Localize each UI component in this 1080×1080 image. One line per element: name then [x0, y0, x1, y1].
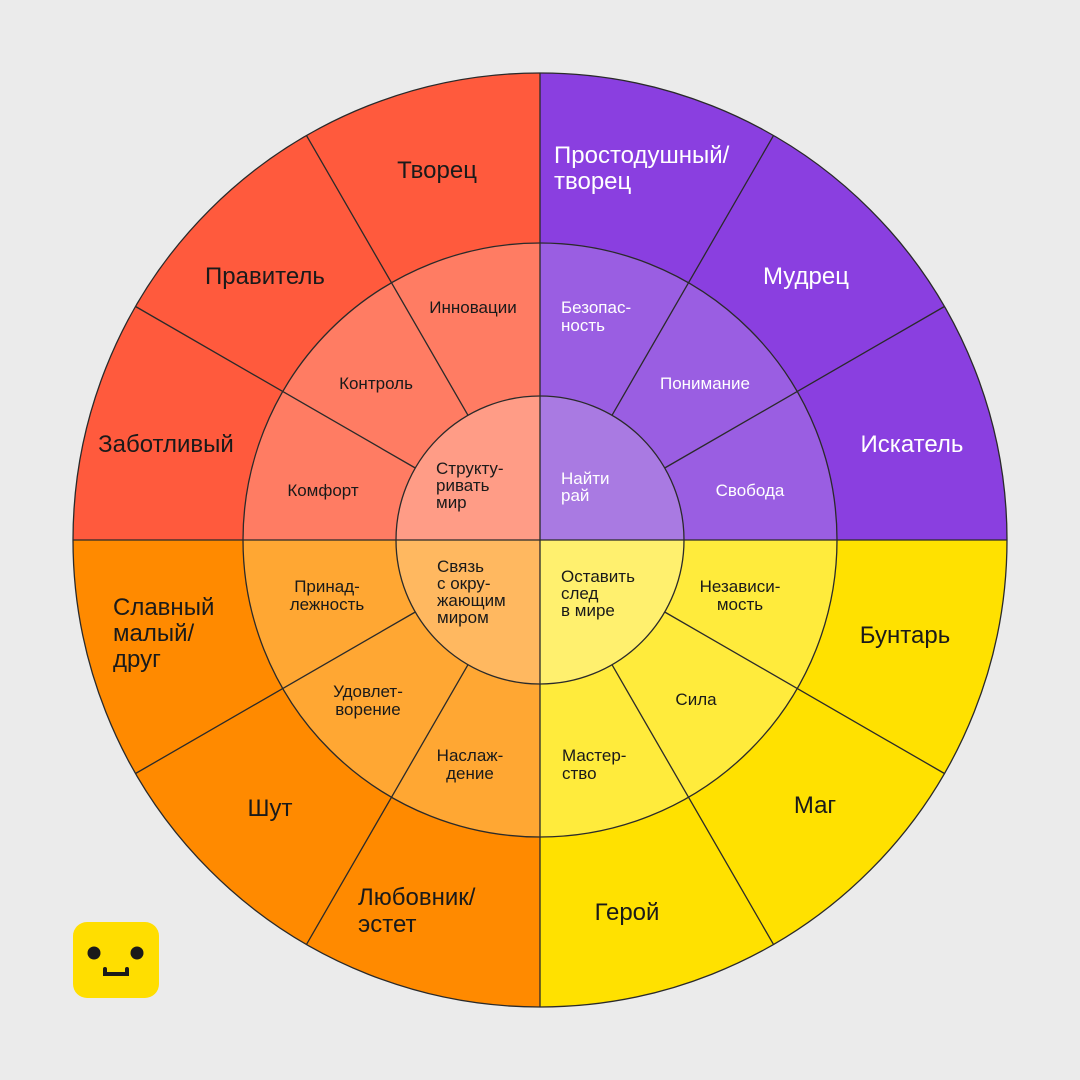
outer-label-line: друг [113, 646, 161, 673]
middle-label-line: ство [562, 764, 597, 783]
inner-label-line: миром [437, 608, 489, 627]
outer-label-line: творец [554, 168, 632, 195]
middle-label-line: Безопас- [561, 298, 631, 317]
sector-divider [611, 135, 775, 416]
sector-divider [135, 611, 416, 775]
inner-label-line: след [561, 584, 599, 603]
sector-divider [664, 305, 945, 469]
inner-label-line: ривать [436, 476, 490, 495]
middle-label-line: ворение [335, 700, 401, 719]
middle-label-line: Принад- [294, 577, 360, 596]
middle-label: Сила [675, 690, 717, 709]
middle-label-line: Мастер- [562, 746, 626, 765]
inner-label-line: Найти [561, 469, 610, 488]
sector-divider [135, 305, 416, 469]
outer-label: Бунтарь [860, 622, 950, 649]
middle-label-line: Независи- [700, 577, 781, 596]
inner-circle-orange [396, 540, 540, 684]
middle-label: Удовлет-ворение [333, 682, 403, 719]
outer-label-line: Заботливый [98, 431, 234, 458]
middle-label: Независи-мость [700, 577, 781, 614]
outer-label: Простодушный/творец [554, 142, 730, 195]
inner-label-line: мир [436, 493, 467, 512]
middle-label: Мастер-ство [562, 746, 626, 783]
middle-label-line: Сила [675, 690, 717, 709]
middle-label-line: Удовлет- [333, 682, 403, 701]
middle-label-line: Контроль [339, 374, 413, 393]
outer-ring-orange [73, 540, 540, 1007]
outer-label: Шут [248, 795, 293, 822]
middle-label-line: Инновации [429, 298, 516, 317]
outer-label: Мудрец [763, 263, 849, 290]
middle-label-line: Свобода [716, 481, 785, 500]
middle-ring-yellow [540, 540, 837, 837]
middle-ring-purple [540, 243, 837, 540]
middle-label-line: Понимание [660, 374, 750, 393]
inner-label-line: жающим [437, 591, 506, 610]
inner-circle-red [396, 396, 540, 540]
sector-divider [611, 664, 775, 945]
inner-circle-purple [540, 396, 684, 540]
outer-label-line: Бунтарь [860, 622, 950, 649]
middle-label-line: Наслаж- [437, 746, 504, 765]
outer-label-line: Искатель [861, 431, 964, 458]
middle-label: Комфорт [287, 481, 359, 500]
outer-ring-red [73, 73, 540, 540]
middle-label: Принад-лежность [290, 577, 365, 614]
outer-label-line: Мудрец [763, 263, 849, 290]
sector-divider [305, 135, 469, 416]
middle-label: Свобода [716, 481, 785, 500]
outer-label-line: Герой [595, 899, 660, 926]
middle-label: Контроль [339, 374, 413, 393]
middle-label: Безопас-ность [561, 298, 631, 335]
outer-ring-purple [540, 73, 1007, 540]
outer-label: Правитель [205, 263, 325, 290]
middle-ring-red [243, 243, 540, 540]
inner-label-line: в мире [561, 601, 615, 620]
middle-label: Наслаж-дение [437, 746, 504, 783]
outer-label-line: малый/ [113, 620, 195, 647]
outer-label-line: эстет [358, 911, 417, 938]
inner-label-line: с окру- [437, 574, 491, 593]
inner-label-line: Связь [437, 557, 484, 576]
outer-label: Герой [595, 899, 660, 926]
inner-label-line: рай [561, 486, 589, 505]
outer-label-line: Шут [248, 795, 293, 822]
outer-label-line: Простодушный/ [554, 142, 730, 169]
outer-label-line: Правитель [205, 263, 325, 290]
middle-label-line: мость [717, 595, 763, 614]
outer-label: Маг [794, 792, 837, 819]
inner-label-line: Оставить [561, 567, 635, 586]
middle-label: Понимание [660, 374, 750, 393]
middle-label-line: Комфорт [287, 481, 359, 500]
outer-ring-yellow [540, 540, 1007, 1007]
middle-ring-orange [243, 540, 540, 837]
middle-label-line: дение [446, 764, 494, 783]
inner-circle-yellow [540, 540, 684, 684]
outer-label: Искатель [861, 431, 964, 458]
outer-label: Творец [397, 157, 477, 184]
outer-label-line: Маг [794, 792, 837, 819]
outer-label-line: Творец [397, 157, 477, 184]
outer-label-line: Любовник/ [358, 884, 476, 911]
sector-divider [305, 664, 469, 945]
outer-label: Любовник/эстет [358, 884, 476, 938]
outer-label-line: Славный [113, 594, 214, 621]
middle-label-line: лежность [290, 595, 365, 614]
outer-label: Заботливый [98, 431, 234, 458]
sector-divider [664, 611, 945, 775]
middle-label-line: ность [561, 316, 605, 335]
middle-label: Инновации [429, 298, 516, 317]
inner-label-line: Структу- [436, 459, 504, 478]
